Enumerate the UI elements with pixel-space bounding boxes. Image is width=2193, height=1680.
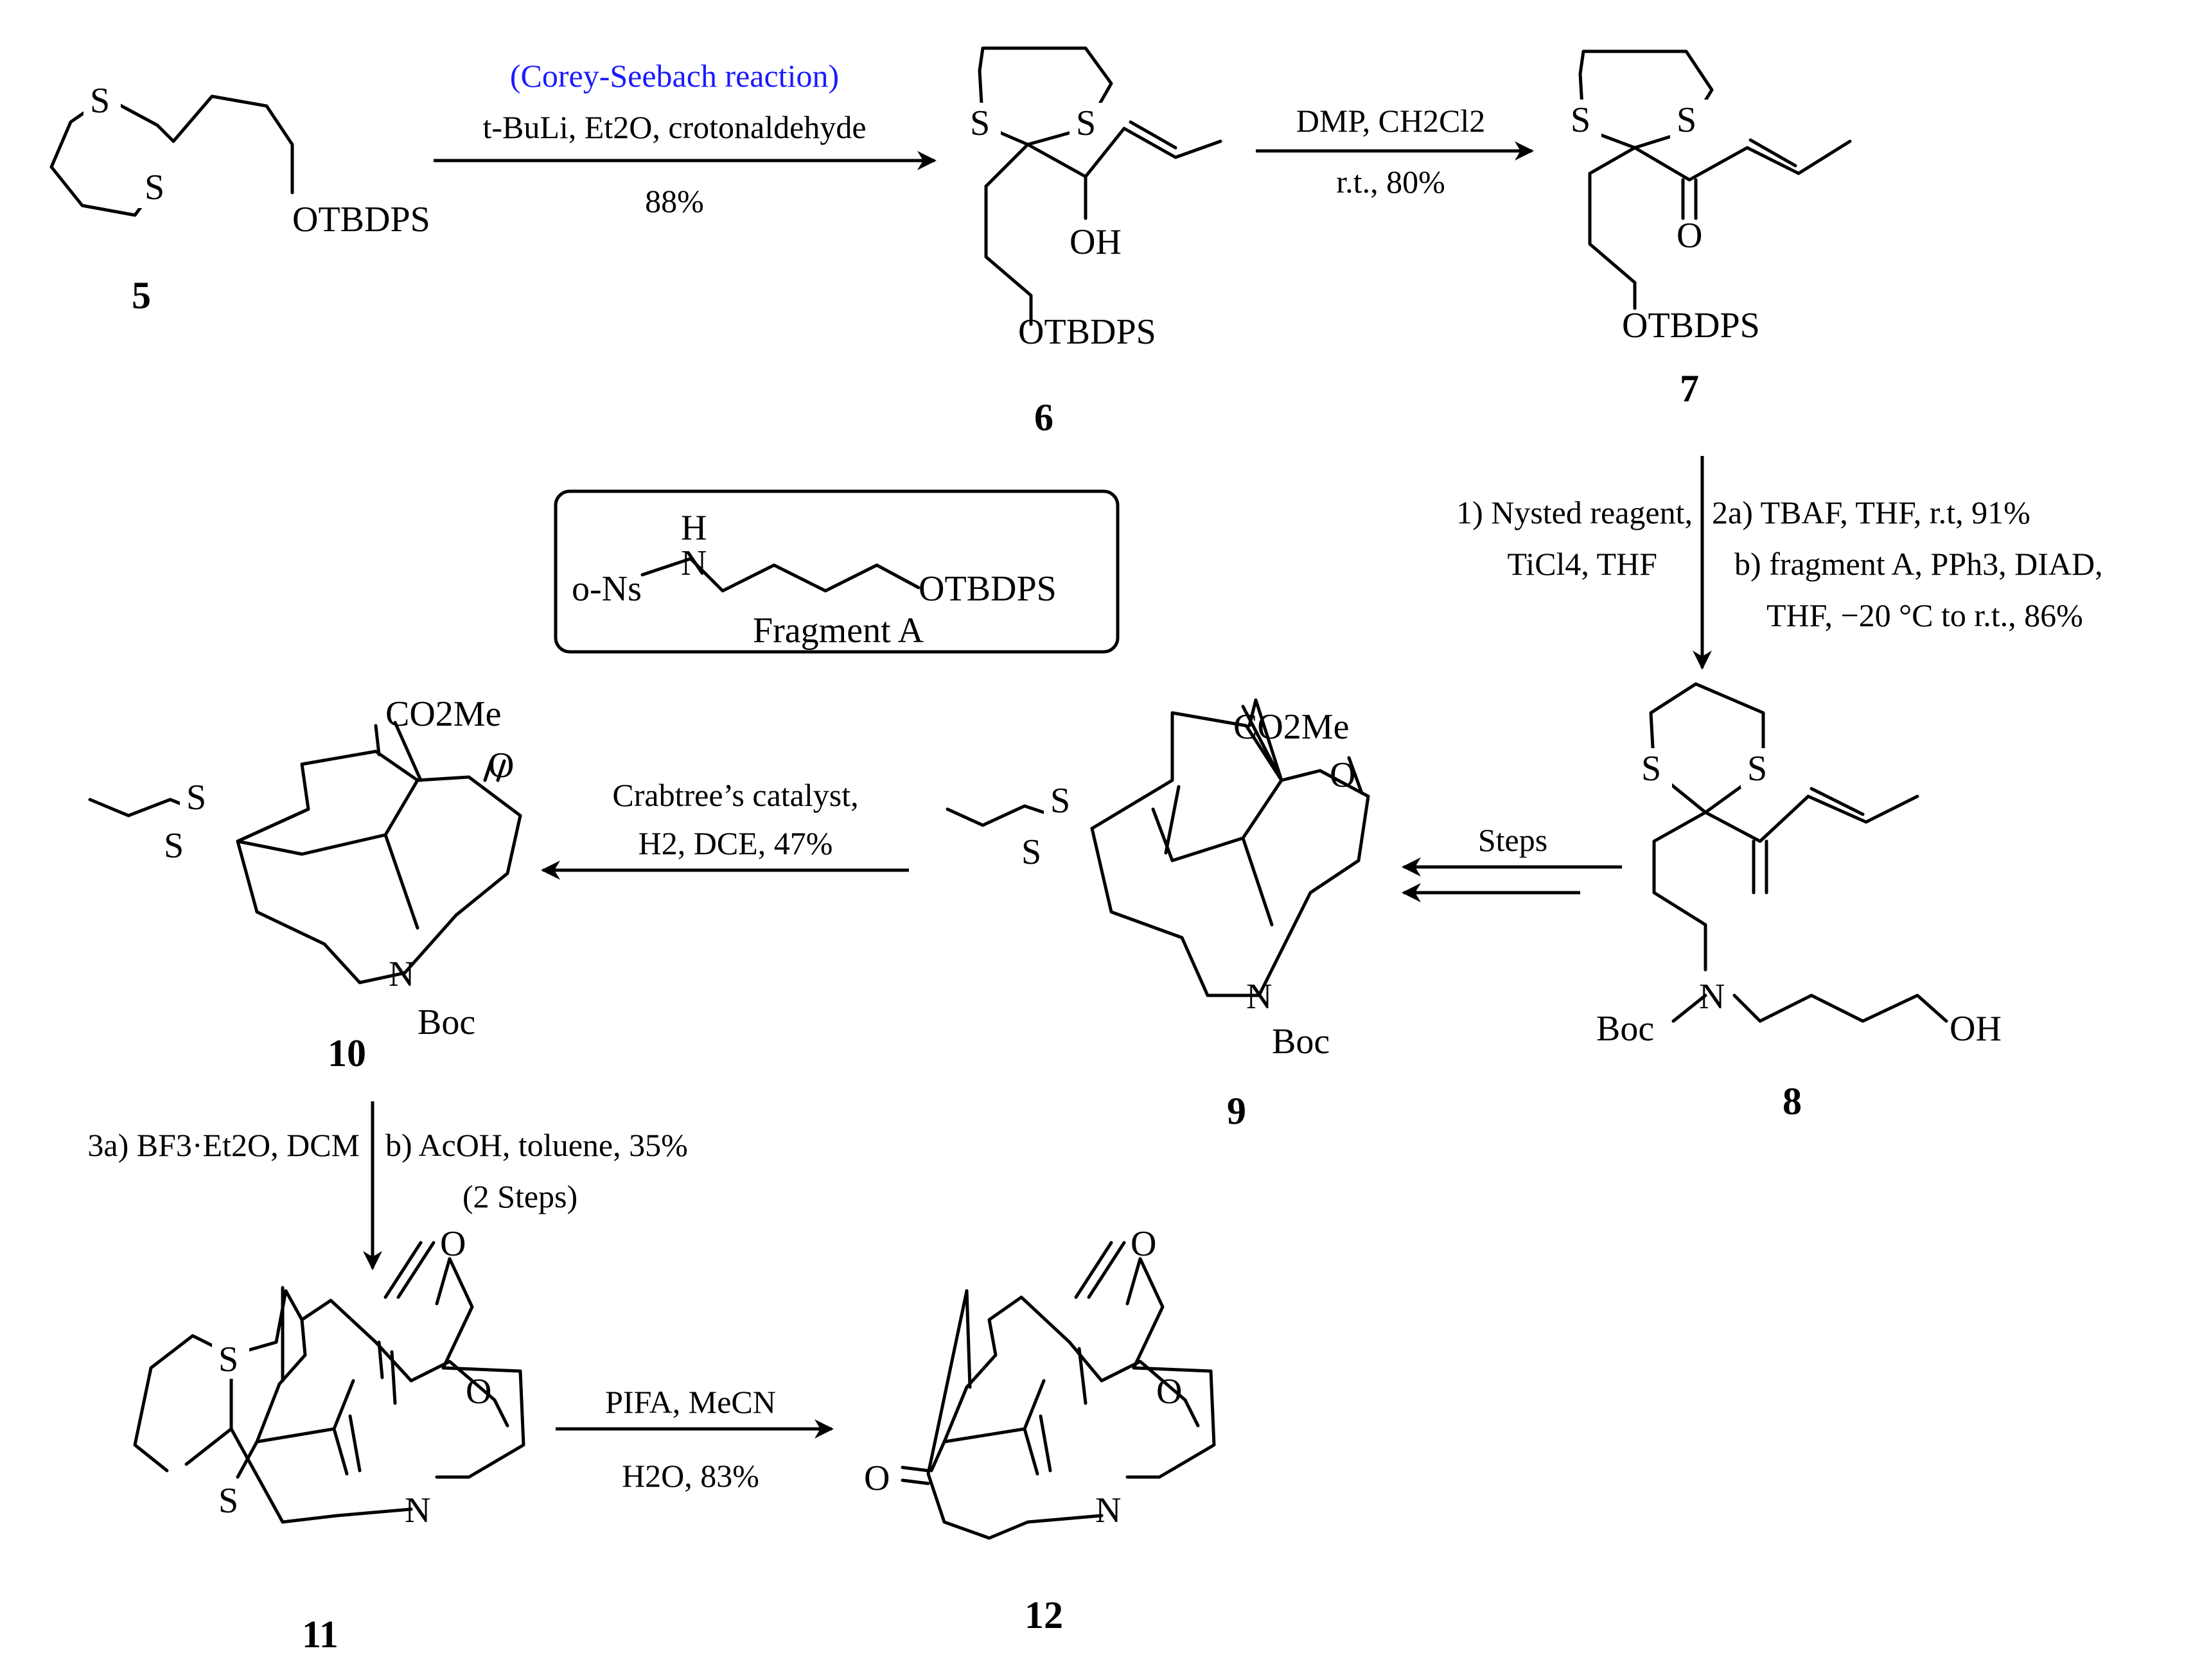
ketone-oxygen-label: O [864,1458,890,1498]
compound-12-number: 12 [1025,1594,1063,1636]
step6-bf3: 3a) BF3·Et2O, DCM [87,1127,360,1163]
otbdps-label: OTBDPS [1622,306,1760,346]
sulfur-label: S [1050,781,1070,821]
compound-8-structure: S S N Boc OH [1596,682,2002,1049]
fragment-a-label: Fragment A [753,611,924,651]
lactone-carbonyl-oxygen: O [1131,1224,1156,1264]
compound-5-number: 5 [132,274,151,317]
boc-label: Boc [1596,1009,1654,1049]
compound-12-structure: O O O N [864,1224,1216,1540]
sulfur-label: S [218,1481,238,1521]
steps-label: Steps [1478,822,1547,858]
sulfur-label: S [1571,100,1590,140]
ester-label: CO2Me [385,694,501,734]
compound-11-structure: S S O O N [133,1224,525,1530]
step5-catalyst: Crabtree’s catalyst, [612,777,858,813]
step1-yield: 88% [645,183,704,219]
boc-label: Boc [1272,1022,1330,1062]
sulfur-label: S [1021,832,1041,872]
step3-tbaf: 2a) TBAF, THF, r.t, 91% [1712,494,2030,530]
ketone-oxygen-label: O [1330,755,1355,795]
hydroxyl-label: OH [1070,222,1122,262]
fragment-a-box: H N o-Ns OTBDPS Fragment A [554,489,1120,654]
sulfur-label: S [186,778,206,818]
lactone-ring-oxygen: O [466,1372,491,1412]
compound-10-number: 10 [328,1032,366,1074]
compound-7-number: 7 [1680,367,1699,410]
step6-acoh: b) AcOH, toluene, 35% [385,1127,688,1163]
nitrogen-label: N [1095,1491,1121,1530]
sulfur-label: S [970,103,990,143]
otbdps-label: OTBDPS [292,200,430,240]
sulfur-label: S [90,81,110,121]
compound-6-number: 6 [1034,396,1053,439]
sulfur-label: S [1076,103,1096,143]
sulfur-label: S [1677,100,1696,140]
sulfur-label: S [145,168,164,207]
sulfur-label: S [1747,749,1767,789]
sulfur-label: S [1641,749,1661,789]
hydroxyl-label: OH [1950,1009,2002,1049]
compound-8-number: 8 [1783,1080,1802,1123]
sulfur-label: S [218,1340,238,1379]
lactone-ring-oxygen: O [1156,1372,1182,1412]
step3-ticl4: TiCl4, THF [1508,546,1657,582]
step5-conditions: H2, DCE, 47% [639,825,833,861]
step2-reagents: DMP, CH2Cl2 [1296,103,1486,139]
boc-label: Boc [418,1002,475,1042]
compound-9-structure: S S CO2Me O N Boc [946,698,1370,1062]
compound-6-structure: S S OH OTBDPS [964,46,1222,352]
otbdps-label: OTBDPS [1018,312,1156,352]
nitrogen-label: N [405,1491,430,1530]
ketone-oxygen-label: O [488,746,514,785]
step3-temperature: THF, −20 °C to r.t., 86% [1766,597,2083,633]
ester-label: CO2Me [1233,707,1349,747]
step1-reagents: t-BuLi, Et2O, crotonaldehyde [482,109,866,145]
carbonyl-oxygen-label: O [1677,216,1702,256]
compound-9-number: 9 [1227,1090,1246,1132]
nitrogen-label: N [389,954,414,994]
step6-note: (2 Steps) [462,1178,577,1214]
step2-conditions: r.t., 80% [1336,164,1445,200]
step3-fragment-a: b) fragment A, PPh3, DIAD, [1734,546,2103,582]
compound-10-structure: S S CO2Me O N Boc [88,694,522,1042]
step7-conditions: H2O, 83% [622,1458,759,1494]
fragment-a-h: H [681,508,707,548]
compound-7-structure: S S O OTBDPS [1564,49,1852,346]
sulfur-label: S [164,826,184,866]
fragment-a-otbdps: OTBDPS [919,569,1057,609]
corey-seebach-label: (Corey-Seebach reaction) [510,58,839,94]
nitrogen-label: N [1246,977,1272,1017]
compound-5-structure: S S OTBDPS [49,80,430,240]
step3-nysted: 1) Nysted reagent, [1456,494,1693,530]
fragment-a-ons: o-Ns [572,569,642,609]
fragment-a-n: N [681,543,707,583]
step7-reagents: PIFA, MeCN [605,1384,776,1420]
nitrogen-label: N [1699,977,1725,1017]
lactone-carbonyl-oxygen: O [440,1224,466,1264]
compound-11-number: 11 [302,1613,339,1656]
